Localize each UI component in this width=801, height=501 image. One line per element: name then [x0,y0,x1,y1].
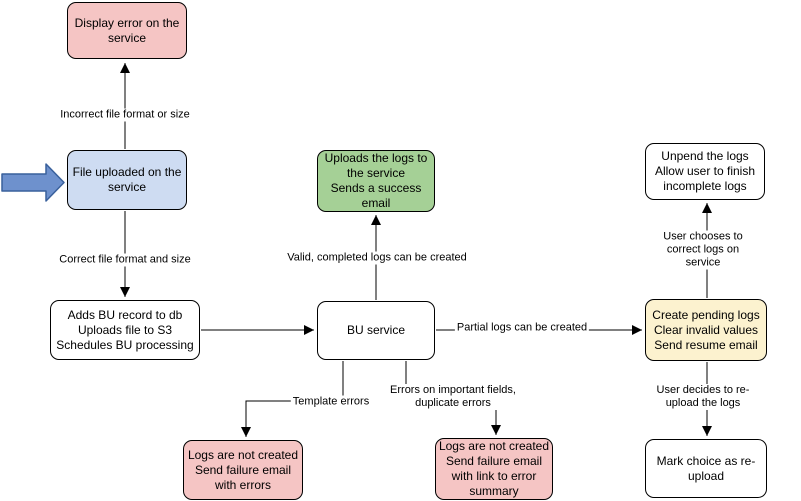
node-bu-service: BU service [317,301,435,360]
edge-label-incorrect-format: Incorrect file format or size [58,108,192,122]
edge-label-correct-format: Correct file format and size [57,253,193,267]
node-unpend-logs: Unpend the logs Allow user to finish inc… [645,143,765,200]
node-uploads-logs: Uploads the logs to the service Sends a … [317,150,435,212]
edge-label-valid-logs: Valid, completed logs can be created [285,251,469,265]
edge-label-user-reuploads: User decides to re-upload the logs [654,384,752,410]
node-create-pending: Create pending logs Clear invalid values… [645,299,767,361]
edge-label-template-errors: Template errors [290,395,372,409]
edge-label-important-fields: Errors on important fields, duplicate er… [388,384,518,410]
edge-label-user-corrects: User chooses to correct logs on service [654,230,752,270]
node-display-error: Display error on the service [67,2,187,59]
node-mark-choice: Mark choice as re- upload [645,439,767,498]
node-file-uploaded: File uploaded on the service [67,150,187,210]
node-adds-bu-record: Adds BU record to db Uploads file to S3 … [50,300,200,360]
input-arrow-icon [1,163,65,202]
node-failure-summary: Logs are not created Send failure email … [435,438,553,500]
node-failure-errors: Logs are not created Send failure email … [183,440,303,500]
edge-label-partial-logs: Partial logs can be created [454,321,590,335]
